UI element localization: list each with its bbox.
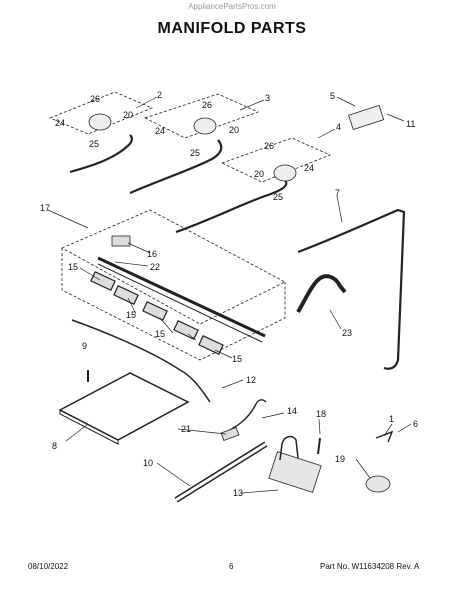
callout-21: 21 [181,424,191,434]
dashed-outline-valve-3 [143,93,260,139]
callout-19: 19 [335,454,345,464]
callout-15: 15 [232,354,242,364]
gas-tube-3 [129,139,223,195]
dashed-outline-valve-2 [48,91,154,135]
clip-1 [375,430,394,443]
callout-26: 26 [90,94,100,104]
callout-25: 25 [89,139,99,149]
callout-20: 20 [123,110,133,120]
callout-24: 24 [304,163,314,173]
callout-10: 10 [143,458,153,468]
callout-17: 17 [40,203,50,213]
callout-15: 15 [68,262,78,272]
gas-tube-4 [175,179,288,234]
regulator-13 [268,451,322,493]
watermark: AppliancePartsPros.com [188,2,276,11]
orifice-18 [317,437,321,455]
callout-11: 11 [406,119,415,129]
callout-14: 14 [287,406,297,416]
callout-24: 24 [155,126,165,136]
callout-15: 15 [155,329,165,339]
manifold-pipe-shadow [97,263,263,343]
elbow-fitting-23 [296,274,347,314]
tube-10-inner [175,442,267,502]
valve-body-3 [193,117,217,135]
connector-21 [220,426,240,442]
page-title: MANIFOLD PARTS [157,20,307,37]
dashed-outline-manifold-17 [61,209,286,325]
burner-valves [90,271,224,355]
wire-harness-14 [221,399,267,435]
callout-15: 15 [126,310,136,320]
callout-20: 20 [254,169,264,179]
callout-7: 7 [335,188,340,198]
valve-body-2 [88,113,112,131]
regulator-5 [348,104,385,131]
callout-24: 24 [55,118,65,128]
callout-23: 23 [342,328,352,338]
callout-26: 26 [264,141,274,151]
gas-tube-2 [69,134,134,174]
callout-18: 18 [316,409,326,419]
valve-body-4 [273,164,297,182]
callout-26: 26 [202,100,212,110]
plate-8-edge [59,409,119,445]
callout-labels: 2 3 4 5 11 26 20 24 25 26 24 20 25 26 20… [40,90,418,498]
callout-12: 12 [246,375,256,385]
callout-16: 16 [147,249,157,259]
regulator-13-neck [279,435,299,461]
bracket-16 [111,235,131,247]
dashed-outline-valve-4 [220,137,332,183]
callout-20: 20 [229,125,239,135]
leader-lines [47,96,412,494]
callout-8: 8 [52,441,57,451]
footer-date: 08/10/2022 [28,562,69,571]
plate-8 [58,372,190,441]
callout-13: 13 [233,488,243,498]
callout-3: 3 [265,93,270,103]
footer-part-number: Part No. W11634208 Rev. A [320,562,420,571]
callout-9: 9 [82,341,87,351]
footer-page-number: 6 [229,562,234,571]
callout-6: 6 [413,419,418,429]
fitting-19 [365,475,391,493]
callout-25: 25 [273,192,283,202]
dashed-outline-manifold-lower [61,248,286,361]
callout-2: 2 [157,90,162,100]
harness-12 [71,319,211,403]
callout-4: 4 [336,122,341,132]
callout-25: 25 [190,148,200,158]
gas-tube-7 [297,208,406,370]
manifold-pipe [97,256,266,338]
callout-1: 1 [389,414,394,424]
callout-5: 5 [330,91,335,101]
callout-22: 22 [150,262,160,272]
